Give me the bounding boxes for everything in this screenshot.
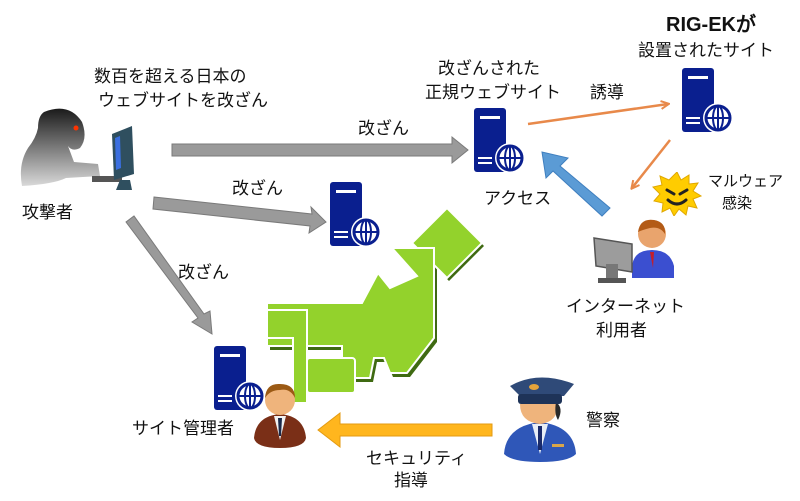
internet-user-label-line1: インターネット xyxy=(566,297,685,317)
japan-map xyxy=(266,206,484,404)
tamper-label-2: 改ざん xyxy=(232,179,283,199)
malware-label-line1: マルウェア xyxy=(708,172,784,190)
attacker-label: 攻撃者 xyxy=(22,203,73,223)
compromised-site-label-line1: 改ざんされた xyxy=(438,59,540,79)
compromised-site-server-icon xyxy=(474,108,525,173)
redirect-label: 誘導 xyxy=(590,83,624,103)
malware-label-line2: 感染 xyxy=(722,194,753,212)
site-admin-icon xyxy=(254,383,306,448)
rig-ek-server-icon xyxy=(682,68,733,133)
attacker-caption-line2: ウェブサイトを改ざん xyxy=(98,91,268,111)
shikoku xyxy=(306,357,356,394)
security-guidance-arrow xyxy=(317,411,493,449)
rig-ek-site-label-line1: RIG-EKが xyxy=(666,14,756,36)
attacker-caption-line1: 数百を超える日本の xyxy=(94,67,247,87)
tamper-label-1: 改ざん xyxy=(358,119,409,139)
rig-ek-site-label-line2: 設置されたサイト xyxy=(638,41,774,61)
tamper-arrow-1 xyxy=(171,135,469,165)
internet-user-icon xyxy=(593,219,674,283)
internet-user-label-line2: 利用者 xyxy=(596,321,647,341)
site-admin-label: サイト管理者 xyxy=(132,419,234,439)
infection-arrow xyxy=(632,139,671,188)
admin-site-server-icon xyxy=(214,346,265,411)
attacker-icon xyxy=(20,108,134,190)
malware-icon xyxy=(652,172,702,216)
security-guidance-label-line1: セキュリティ xyxy=(366,449,467,469)
security-guidance-label-line2: 指導 xyxy=(394,471,428,491)
access-label: アクセス xyxy=(484,189,552,209)
access-arrow xyxy=(541,151,611,217)
tamper-label-3: 改ざん xyxy=(178,263,229,283)
tamper-arrow-2 xyxy=(152,196,327,235)
tampered-site-server-icon xyxy=(330,182,381,247)
police-label: 警察 xyxy=(586,411,620,431)
tamper-arrow-3 xyxy=(125,215,213,335)
police-officer-icon xyxy=(504,377,576,462)
compromised-site-label-line2: 正規ウェブサイト xyxy=(425,83,561,103)
redirect-arrow xyxy=(527,104,668,126)
